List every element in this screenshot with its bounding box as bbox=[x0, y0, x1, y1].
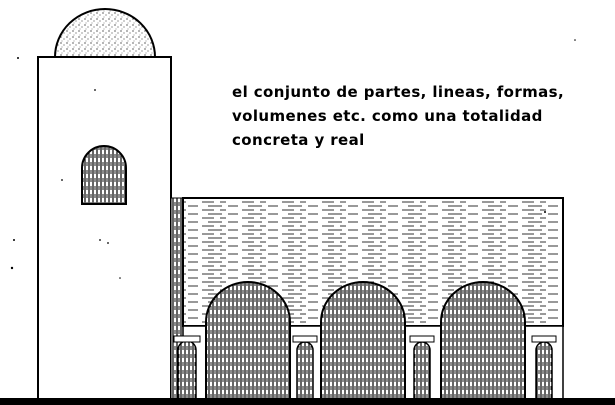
small-arch-1 bbox=[177, 340, 197, 400]
ground-line bbox=[0, 398, 615, 405]
tower-texture-specks bbox=[61, 89, 121, 279]
caption-line-1: el conjunto de partes, lineas, formas, bbox=[232, 83, 565, 101]
dome bbox=[53, 8, 157, 58]
column-bases bbox=[173, 335, 557, 343]
caption-text: el conjunto de partes, lineas, formas, v… bbox=[232, 80, 602, 152]
caption-line-3: concreta y real bbox=[232, 131, 365, 149]
caption-line-2: volumenes etc. como una totalidad bbox=[232, 107, 543, 125]
small-arch-2 bbox=[296, 341, 314, 400]
small-arch-3 bbox=[413, 341, 431, 400]
bell-tower bbox=[37, 56, 172, 400]
tower-arched-window bbox=[81, 145, 127, 205]
small-arch-4 bbox=[535, 341, 553, 400]
background-specks bbox=[10, 39, 576, 270]
arcade-arch-left bbox=[205, 281, 291, 400]
arcade-arch-middle bbox=[320, 281, 406, 400]
arcade-arch-right bbox=[440, 281, 526, 400]
